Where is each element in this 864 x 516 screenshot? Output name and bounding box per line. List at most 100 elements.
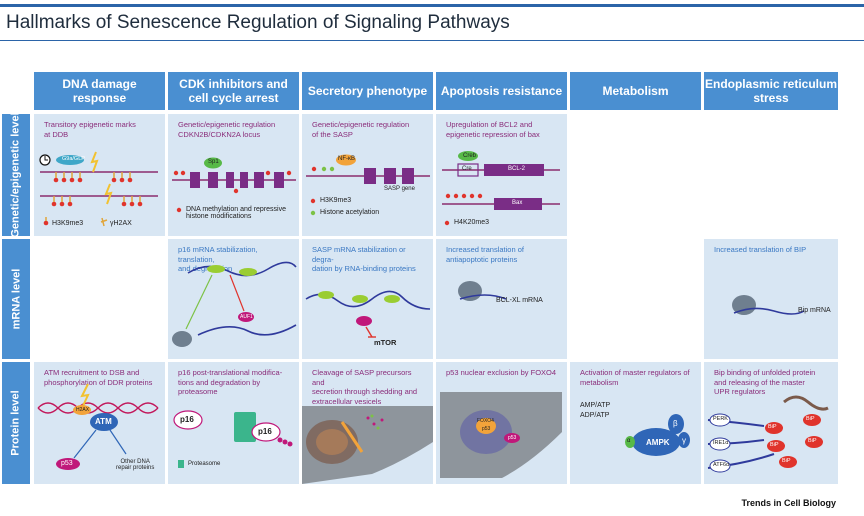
cell-mrna-er: Increased translation of BIP Bip mRNA <box>704 239 838 359</box>
column-header-metabolism: Metabolism <box>570 72 701 110</box>
ire1a-label: IRE1α <box>713 440 729 446</box>
beta-subunit-label: β <box>673 419 678 428</box>
cell-caption: p53 nuclear exclusion by FOXO4 <box>446 368 557 377</box>
creb-label: Creb <box>463 153 477 159</box>
gamma-subunit-label: γ <box>682 436 686 445</box>
p16-proteasome-illustration <box>173 410 293 468</box>
legend-h3k9me3: H3K9me3 <box>320 197 352 204</box>
column-header-secretory-phenotype: Secretory phenotype <box>302 72 433 110</box>
row-header-protein: Protein level <box>2 362 30 484</box>
perk-label: PERK <box>713 416 728 422</box>
bip-label: BiP <box>808 438 817 444</box>
column-header-apoptosis-resistance: Apoptosis resistance <box>436 72 567 110</box>
page-title: Hallmarks of Senescence Regulation of Si… <box>6 12 510 33</box>
cell-mrna-secretory: SASP mRNA stabilization or degra-dation … <box>302 239 433 359</box>
sasp-gene-label: SASP gene <box>384 186 415 192</box>
cell-genetic-er <box>704 114 838 236</box>
amp-atp-label: AMP/ATP <box>580 402 611 409</box>
atm-recruitment-illustration <box>37 383 159 470</box>
bip-mrna-label: Bip mRNA <box>798 307 831 314</box>
title-rule <box>0 40 864 41</box>
p16-mrna-illustration <box>172 261 297 347</box>
bip-label: BiP <box>782 458 791 464</box>
ampk-label: AMPK <box>646 438 670 447</box>
upr-regulators-illustration <box>707 395 829 473</box>
p53-label: p53 <box>482 426 491 432</box>
sasp-gene-illustration <box>306 154 430 216</box>
dna-marks-illustration <box>39 151 158 227</box>
bip-label: BiP <box>770 442 779 448</box>
p53-label: p53 <box>508 435 517 441</box>
cre-label: Cre <box>462 166 472 172</box>
alpha-subunit-label: α <box>627 438 631 444</box>
row-header-genetic: Genetic/epigenetic level <box>2 112 30 238</box>
legend-proteasome: Proteasome <box>188 461 221 467</box>
ampk-illustration <box>625 414 690 456</box>
cell-caption: p16 mRNA stabilization, translation,and … <box>178 245 258 273</box>
foxo4-label: FOXO4 <box>477 418 494 424</box>
nfkb-label: NF-κB <box>338 156 355 162</box>
legend-histone-acetylation: Histone acetylation <box>320 209 380 216</box>
p16-label: p16 <box>180 415 194 424</box>
cell-caption: p16 post-translational modifica-tions an… <box>178 368 283 396</box>
sp1-label: Sp1 <box>208 159 219 165</box>
bcl-xl-mrna-label: BCL-XL mRNA <box>496 297 543 304</box>
top-rule <box>0 4 864 7</box>
sasp-secretion-illustration <box>302 406 433 484</box>
legend-gh2ax: γH2AX <box>110 220 132 227</box>
p16-label: p16 <box>258 427 272 436</box>
cell-caption: SASP mRNA stabilization or degra-dation … <box>312 245 416 273</box>
bip-label: BiP <box>768 424 777 430</box>
cell-genetic-metabolism <box>570 114 701 236</box>
cdkn2-locus-illustration <box>172 157 296 213</box>
bcl-xl-mrna-illustration <box>458 281 507 301</box>
sasp-mrna-illustration <box>305 290 431 338</box>
atm-label: ATM <box>95 417 112 426</box>
cell-protein-apoptosis: p53 nuclear exclusion by FOXO4 FOXO4 p53… <box>436 362 567 484</box>
legend-h4k20me3: H4K20me3 <box>454 219 490 226</box>
bcl2-bax-illustration <box>442 151 560 226</box>
cell-mrna-dna-damage <box>34 239 165 359</box>
p53-foxo4-illustration <box>440 392 562 478</box>
cell-mrna-cdk: p16 mRNA stabilization, translation,and … <box>168 239 299 359</box>
p53-label: p53 <box>61 460 73 467</box>
h2ax-label: H2AX <box>76 407 90 413</box>
auf1-label: AUF1 <box>240 314 253 320</box>
mtor-label: mTOR <box>374 338 397 347</box>
bip-mrna-illustration <box>732 295 805 315</box>
atf6a-label: ATF6α <box>713 462 730 468</box>
adp-atp-label: ADP/ATP <box>580 412 610 419</box>
journal-credit: Trends in Cell Biology <box>741 498 836 508</box>
bax-label: Bax <box>512 200 523 206</box>
row-header-mrna: mRNA level <box>2 239 30 359</box>
bip-label: BiP <box>806 416 815 422</box>
cell-mrna-metabolism <box>570 239 701 359</box>
cell-caption: Increased translation of BIP <box>714 245 807 254</box>
g9a-label: G9a/GLP <box>62 156 85 162</box>
bcl2-label: BCL-2 <box>508 166 526 172</box>
cell-protein-cdk: p16 post-translational modifica-tions an… <box>168 362 299 484</box>
legend-h3k9me3: H3K9me3 <box>52 220 84 227</box>
